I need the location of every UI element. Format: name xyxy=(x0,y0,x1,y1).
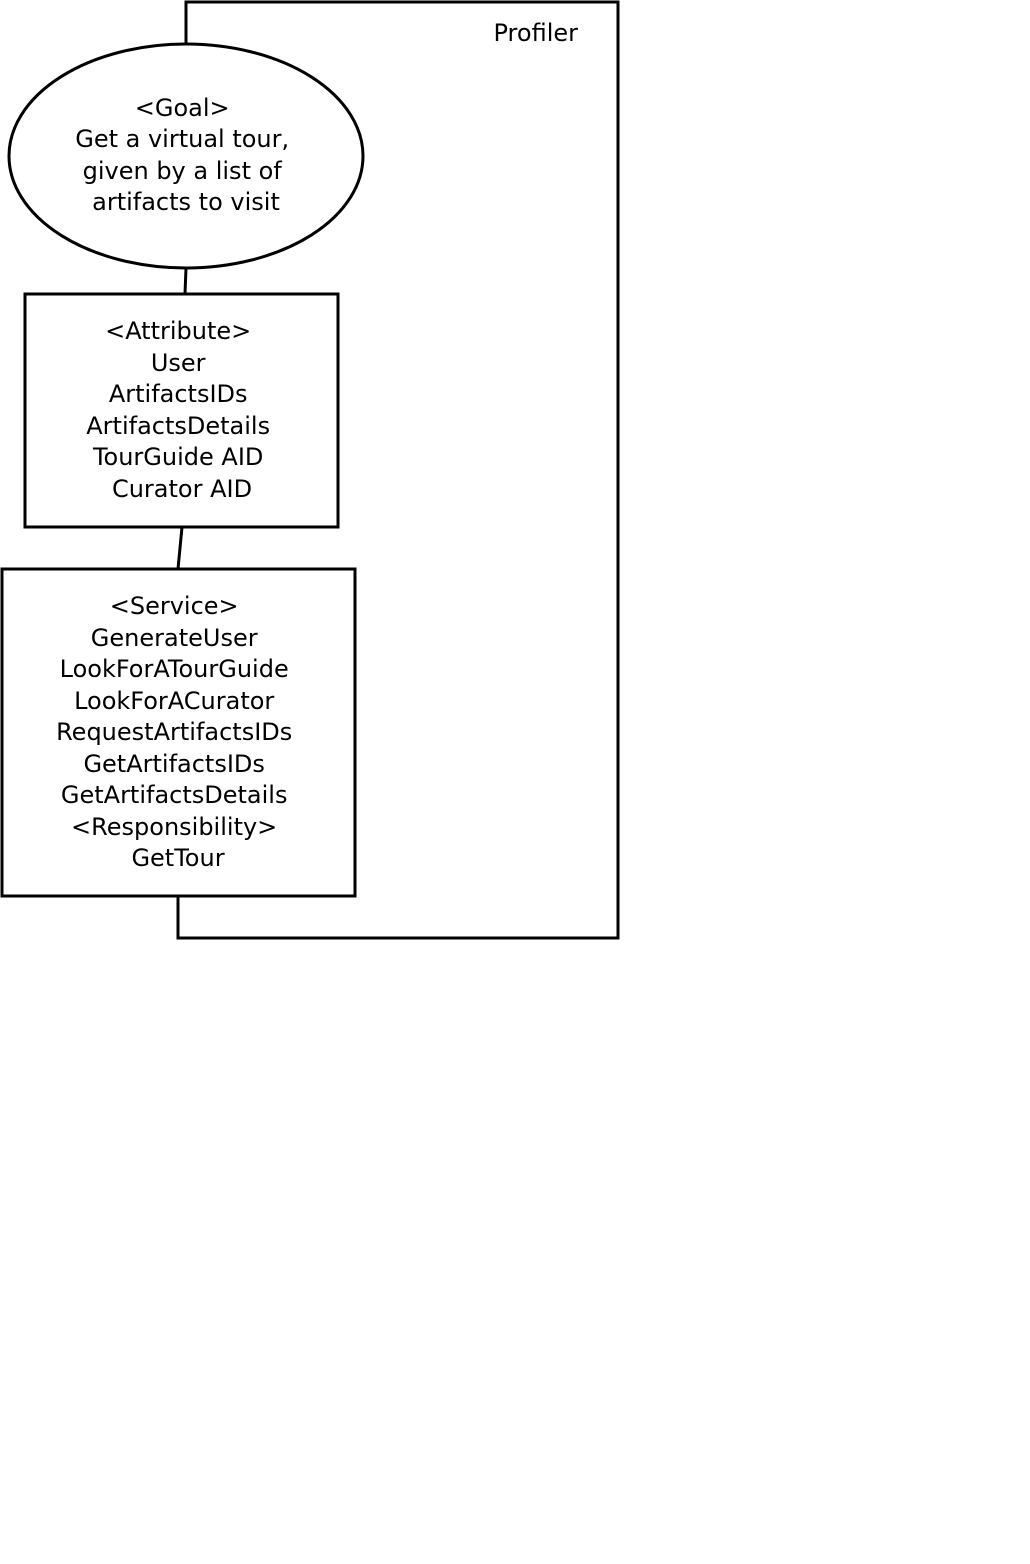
profiler-frame xyxy=(176,0,620,940)
service-line: GenerateUser xyxy=(91,624,258,652)
attribute-line: Curator AID xyxy=(112,475,252,503)
service-text: <Service> GenerateUser LookForATourGuide… xyxy=(56,592,300,872)
attribute-service-connector xyxy=(176,526,184,570)
attribute-node: <Attribute> User ArtifactsIDs ArtifactsD… xyxy=(23,292,340,529)
service-line: LookForATourGuide xyxy=(60,655,289,683)
service-node: <Service> GenerateUser LookForATourGuide… xyxy=(0,567,357,898)
attribute-line: <Attribute> xyxy=(105,317,251,345)
attribute-box xyxy=(23,292,340,529)
goal-line: given by a list of xyxy=(83,157,283,185)
attribute-line: User xyxy=(151,349,206,377)
service-line: <Service> xyxy=(110,592,239,620)
goal-line: Get a virtual tour, xyxy=(75,125,289,153)
attribute-line: TourGuide AID xyxy=(92,443,263,471)
attribute-line: ArtifactsIDs xyxy=(109,380,248,408)
goal-attribute-connector xyxy=(183,267,188,295)
service-line: LookForACurator xyxy=(74,687,274,715)
goal-line: artifacts to visit xyxy=(92,188,280,216)
profiler-title: Profiler xyxy=(494,19,579,47)
goal-node: <Goal> Get a virtual tour, given by a li… xyxy=(7,42,365,270)
attribute-line: ArtifactsDetails xyxy=(86,412,270,440)
service-line: <Responsibility> xyxy=(71,813,277,841)
service-line: GetArtifactsDetails xyxy=(61,781,288,809)
goal-line: <Goal> xyxy=(135,94,230,122)
goal-ellipse xyxy=(7,42,365,270)
service-box xyxy=(0,567,357,898)
service-line: GetTour xyxy=(131,844,224,872)
attribute-text: <Attribute> User ArtifactsIDs ArtifactsD… xyxy=(86,317,277,503)
service-line: GetArtifactsIDs xyxy=(83,750,264,778)
service-line: RequestArtifactsIDs xyxy=(56,718,292,746)
goal-text: <Goal> Get a virtual tour, given by a li… xyxy=(75,94,297,216)
